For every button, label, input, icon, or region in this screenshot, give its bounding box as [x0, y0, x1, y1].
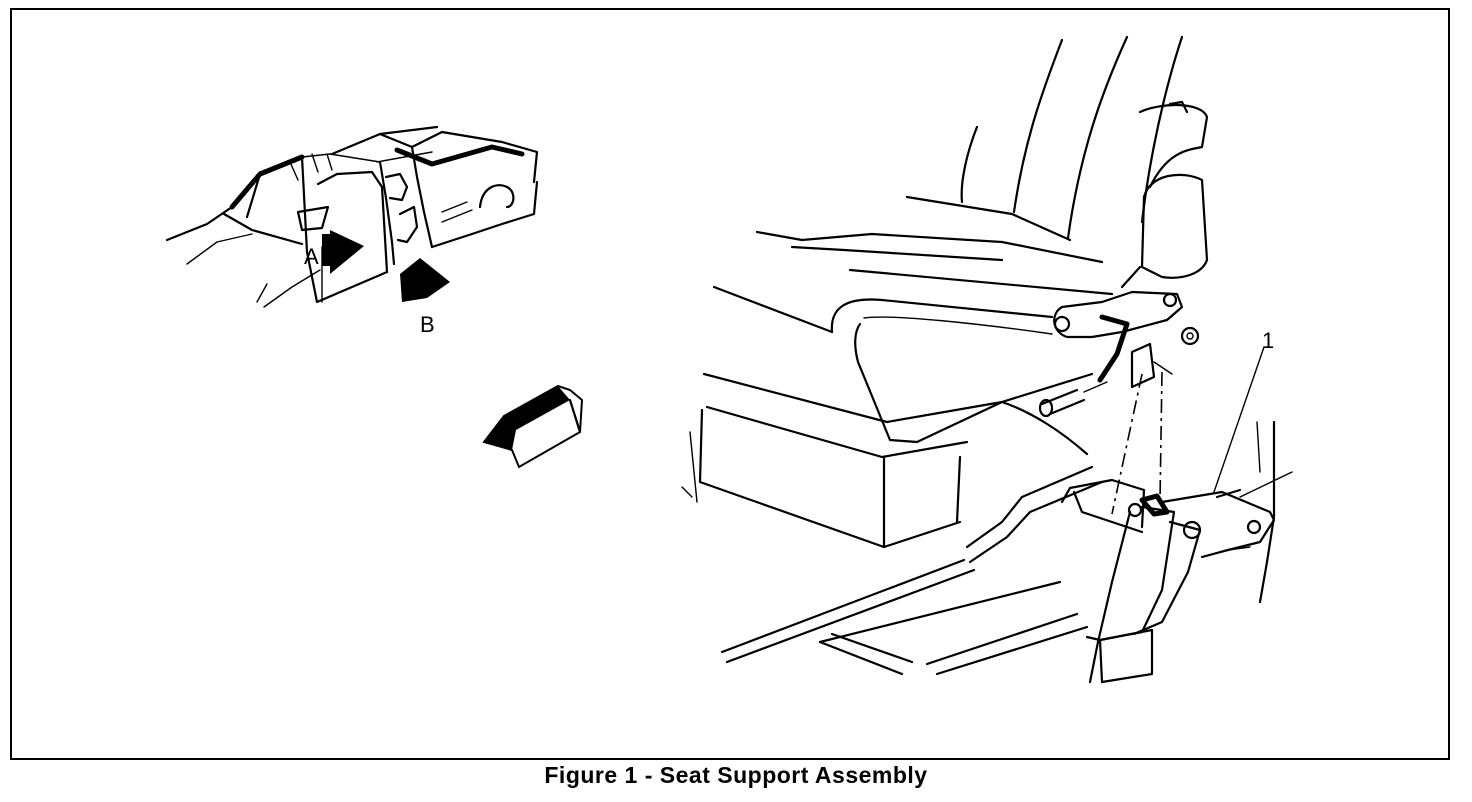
front-direction-arrow-icon	[482, 384, 584, 469]
view-arrow-b	[400, 258, 450, 302]
view-arrow-a	[322, 230, 364, 274]
callout-leader-line	[1213, 346, 1265, 493]
view-label-b: B	[420, 312, 435, 337]
seat-support-diagram: A B	[165, 35, 1293, 684]
truck-locator-view	[165, 125, 539, 308]
figure-caption: Figure 1 - Seat Support Assembly	[544, 762, 928, 788]
floor-and-support	[720, 400, 1293, 684]
seat-assembly	[681, 35, 1209, 549]
figure-frame: A B	[10, 8, 1450, 760]
view-label-a: A	[304, 244, 319, 269]
callout-label-1: 1	[1262, 328, 1274, 353]
